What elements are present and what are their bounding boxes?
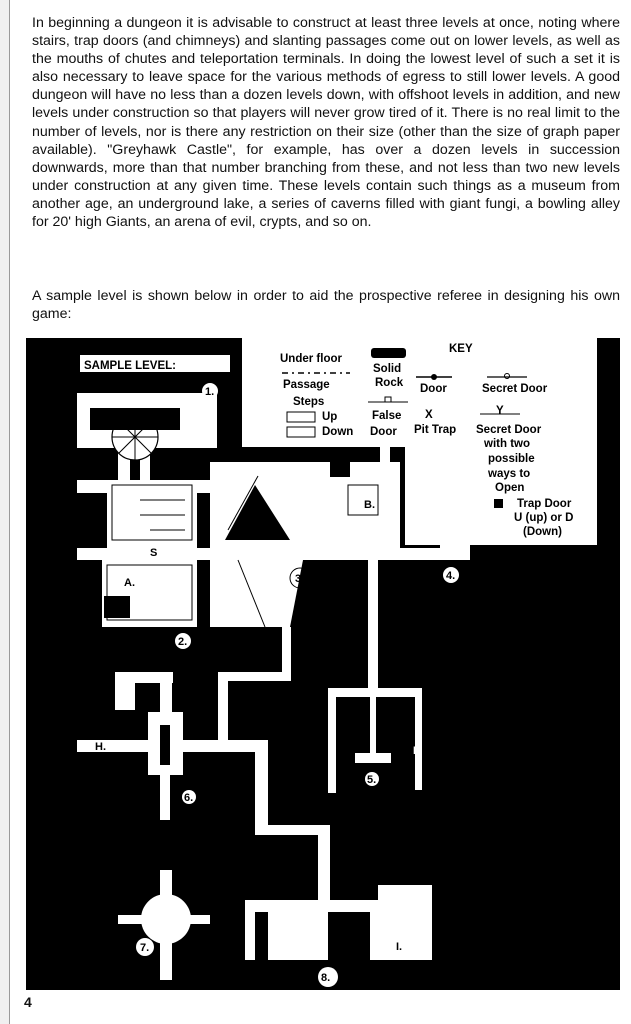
key-heading: KEY <box>449 343 473 355</box>
key-rock: Rock <box>375 377 404 389</box>
key-pit-trap: Pit Trap <box>414 424 456 436</box>
intro-paragraph: In beginning a dungeon it is advisable t… <box>32 15 620 231</box>
room-lines <box>106 414 379 628</box>
key-trap-door-1: Trap Door <box>517 498 572 510</box>
key-secret-door: Secret Door <box>482 383 548 395</box>
key-door: Door <box>420 383 447 395</box>
key-steps: Steps <box>293 396 324 408</box>
steps-down-icon <box>286 426 316 438</box>
trap-door-icon <box>494 499 503 508</box>
key-secret-two-5: Open <box>495 482 524 494</box>
key-false: False <box>372 410 401 422</box>
steps-up-icon <box>286 411 316 423</box>
room-4-label: 4. <box>446 570 455 582</box>
key-secret-two-3: possible <box>488 453 535 465</box>
room-h-label: H. <box>95 741 106 753</box>
key-secret-two-4: ways to <box>487 468 530 480</box>
room-6-label: 6. <box>184 792 193 804</box>
svg-text:Y: Y <box>496 405 504 417</box>
room-c-label: C. <box>490 547 501 559</box>
room-2-label: 2. <box>178 636 187 648</box>
key-false-door: Door <box>370 426 397 438</box>
room-i-label: I. <box>396 941 402 953</box>
room-labels: 1. 2. 3. 4. 5. 6. 7. 8. A. B. C. F. G. H… <box>95 383 501 987</box>
key-passage: Passage <box>283 379 330 391</box>
room-a-label: A. <box>124 577 135 589</box>
key-under-floor: Under floor <box>280 353 342 365</box>
key-trap-door-2: U (up) or D <box>514 512 573 524</box>
room-1-label: 1. <box>205 386 214 398</box>
sample-intro-paragraph: A sample level is shown below in order t… <box>32 288 620 323</box>
sample-level-title: SAMPLE LEVEL: <box>84 360 176 372</box>
room-7-label: 7. <box>140 942 149 954</box>
room-5-label: 5. <box>367 774 376 786</box>
room-b-label: B. <box>364 499 375 511</box>
secret-door-s-label: S <box>150 547 157 559</box>
solid-rock-swatch <box>371 348 406 358</box>
key-down: Down <box>322 426 353 438</box>
room-3-label: 3. <box>295 573 304 585</box>
key-secret-two-1: Secret Door <box>476 424 542 436</box>
rock-islands <box>90 408 350 960</box>
key-solid: Solid <box>373 363 401 375</box>
page-edge <box>0 0 10 1024</box>
key-trap-door-3: (Down) <box>523 526 562 538</box>
sample-level-label-box <box>80 355 230 372</box>
key-up: Up <box>322 411 337 423</box>
page-number: 4 <box>24 994 32 1010</box>
room-g-label: G. <box>187 714 199 726</box>
key-secret-two-2: with two <box>483 438 530 450</box>
stairs-up-label: UP <box>359 946 371 961</box>
pit-trap-icon: X <box>425 409 433 421</box>
room-f-label: F. <box>413 745 422 757</box>
room-8-label: 8. <box>321 972 330 984</box>
